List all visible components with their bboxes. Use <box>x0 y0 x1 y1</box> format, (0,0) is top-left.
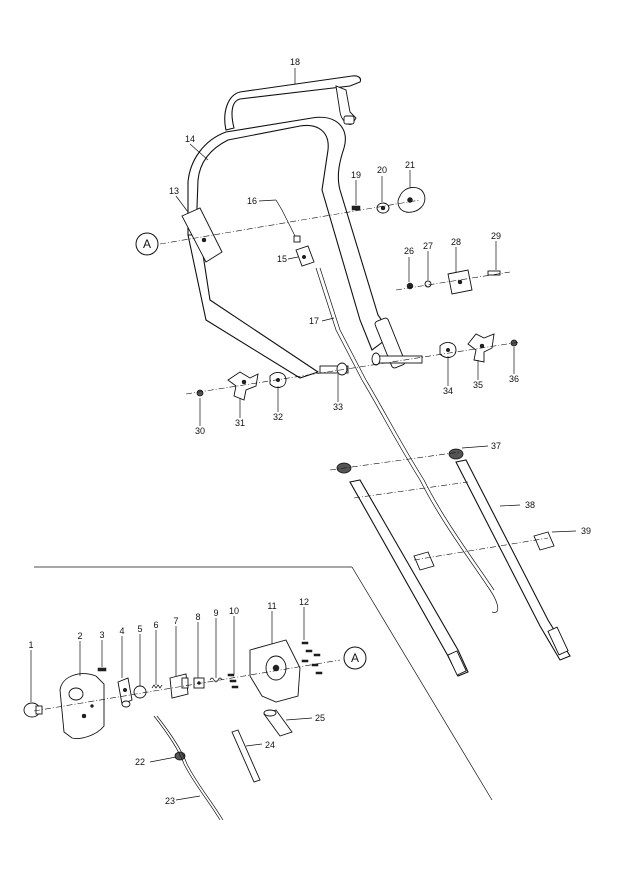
assembly-lines-lower <box>33 659 341 712</box>
part-24-rod <box>231 729 261 783</box>
part-17-cable <box>315 267 499 613</box>
part-19-screw <box>351 205 361 211</box>
part-16-lever <box>275 199 301 243</box>
part-28-clip <box>447 269 473 295</box>
callout-9: 9 <box>213 608 218 618</box>
part-38-lower-tube-right <box>455 459 571 661</box>
part-12-screws <box>301 641 323 675</box>
callout-28: 28 <box>451 237 461 247</box>
callout-5: 5 <box>137 624 142 634</box>
callout-17: 17 <box>309 316 319 326</box>
leader-lines-upper <box>175 68 577 533</box>
callout-7: 7 <box>173 616 178 626</box>
callout-39: 39 <box>581 526 591 536</box>
part-13-bracket <box>181 207 223 263</box>
callout-22: 22 <box>135 757 145 767</box>
part-21-knob <box>397 187 426 213</box>
callout-8: 8 <box>195 612 200 622</box>
part-29-bolt <box>487 270 501 276</box>
part-20-washer <box>376 202 390 214</box>
callout-37: 37 <box>491 441 501 451</box>
callout-2: 2 <box>77 631 82 641</box>
callout-24: 24 <box>265 740 275 750</box>
callout-30: 30 <box>195 426 205 436</box>
callout-19: 19 <box>351 170 361 180</box>
callout-36: 36 <box>509 374 519 384</box>
part-14-upper-handle <box>187 116 406 379</box>
part-bolt-long <box>371 352 423 366</box>
reference-a-upper-label: A <box>143 237 151 251</box>
part-15-cable-clamp <box>295 245 315 267</box>
callout-11: 11 <box>267 601 276 611</box>
part-31-knob <box>227 371 259 401</box>
callout-25: 25 <box>315 713 325 723</box>
leader-lines-lower <box>30 607 313 801</box>
callout-3: 3 <box>99 630 104 640</box>
part-27-washer <box>424 280 432 288</box>
callout-20: 20 <box>377 165 387 175</box>
callout-15: 15 <box>277 254 287 264</box>
part-33-bolt <box>319 362 349 376</box>
callout-29: 29 <box>491 231 501 241</box>
part-7-block <box>169 673 189 699</box>
callout-14: 14 <box>185 134 195 144</box>
part-30-nut <box>196 389 204 397</box>
callout-31: 31 <box>235 418 245 428</box>
callout-labels: 18 14 13 16 15 17 19 20 21 26 27 28 29 3… <box>28 57 591 806</box>
callout-27: 27 <box>423 241 433 251</box>
callout-38: 38 <box>525 500 535 510</box>
reference-circle-a-upper: A <box>135 232 159 256</box>
part-34-washer <box>439 342 457 358</box>
callout-34: 34 <box>443 386 453 396</box>
part-3-screw <box>97 667 107 672</box>
part-38-lower-tube-left <box>349 479 469 677</box>
callout-26: 26 <box>404 246 414 256</box>
callout-13: 13 <box>169 186 179 196</box>
callout-6: 6 <box>153 620 158 630</box>
callout-35: 35 <box>473 380 483 390</box>
assembly-lines-upper <box>159 199 549 561</box>
part-5-disc <box>133 685 147 699</box>
callout-23: 23 <box>165 796 175 806</box>
reference-a-lower-label: A <box>351 651 359 665</box>
part-10-screws <box>227 673 239 689</box>
part-37-tube-cap <box>336 448 464 474</box>
callout-21: 21 <box>405 160 415 170</box>
reference-circle-a-lower: A <box>343 646 367 670</box>
callout-33: 33 <box>333 402 343 412</box>
part-32-washer <box>269 372 287 388</box>
part-39-clip <box>413 531 555 571</box>
part-6-spring <box>151 684 163 689</box>
part-9-spring <box>209 677 223 683</box>
callout-16: 16 <box>247 196 257 206</box>
callout-4: 4 <box>119 626 124 636</box>
section-divider <box>34 566 493 801</box>
callout-18: 18 <box>290 57 300 67</box>
callout-10: 10 <box>229 606 239 616</box>
part-23-cable <box>153 715 224 821</box>
part-25-sleeve <box>263 709 293 737</box>
callout-12: 12 <box>299 597 309 607</box>
callout-1: 1 <box>28 640 33 650</box>
part-18-bail-bar <box>224 75 362 131</box>
part-2-cover <box>59 673 105 739</box>
callout-32: 32 <box>273 412 283 422</box>
part-4-latch <box>117 677 133 708</box>
